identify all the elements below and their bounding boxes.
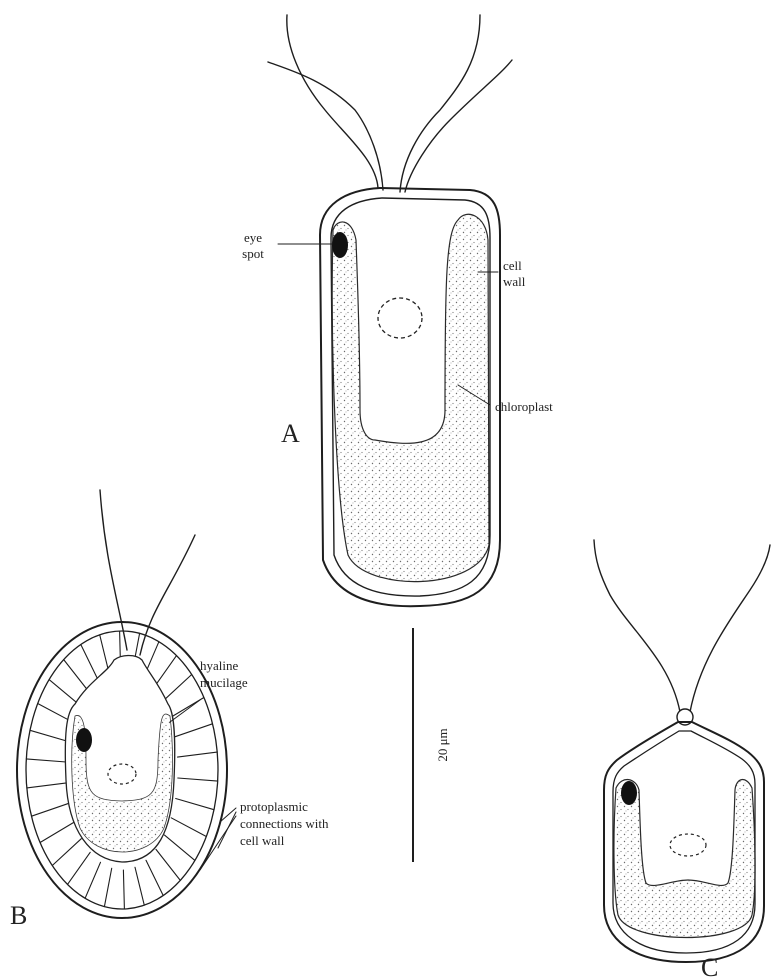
protoplasmic-connection: [30, 730, 68, 741]
label-chloroplast: chloroplast: [495, 399, 553, 414]
chloroplast-c: [614, 780, 755, 938]
chloroplast-a: [332, 214, 489, 581]
panel-letter-b: B: [10, 901, 27, 930]
protoplasmic-connection: [85, 862, 100, 898]
protoplasmic-connection: [27, 783, 67, 788]
protoplasmic-connection: [171, 818, 206, 837]
eye-spot-b: [76, 728, 92, 752]
protoplasmic-connection: [175, 724, 213, 737]
protoplasmic-connection: [163, 675, 192, 702]
protoplasmic-connection: [49, 680, 79, 705]
eye-spot-c: [621, 781, 637, 805]
flagella-b: [100, 490, 195, 655]
protoplasmic-connection: [176, 799, 214, 810]
protoplasmic-connection: [32, 803, 70, 816]
eye-spot-a: [332, 232, 348, 258]
flagella-c: [594, 540, 770, 712]
protoplasmic-connection: [68, 852, 91, 884]
panel-letter-c: C: [701, 953, 718, 979]
scale-bar: 20 μm: [413, 628, 450, 862]
scale-bar-label: 20 μm: [435, 728, 450, 761]
flagella-a: [268, 15, 512, 192]
panel-letter-a: A: [281, 419, 300, 448]
protoplasmic-connection: [64, 660, 88, 691]
panel-c: C: [594, 540, 770, 979]
protoplasmic-connection: [146, 860, 163, 895]
protoplasmic-connection: [100, 635, 109, 673]
nucleus-a: [378, 298, 422, 338]
protoplasmic-connection: [123, 870, 124, 909]
protoplasmic-connection: [178, 778, 218, 781]
protoplasmic-connection: [178, 752, 218, 757]
protoplasmic-connection: [52, 839, 81, 866]
protoplasmic-connection: [81, 645, 98, 680]
protoplasmic-connection: [104, 868, 111, 906]
protoplasmic-connection: [135, 867, 144, 905]
protoplasmic-connection: [165, 835, 195, 860]
protoplasmic-connection: [40, 822, 74, 842]
protoplasmic-connection: [156, 849, 180, 880]
protoplasmic-connection: [26, 759, 66, 762]
nucleus-c: [670, 834, 706, 856]
